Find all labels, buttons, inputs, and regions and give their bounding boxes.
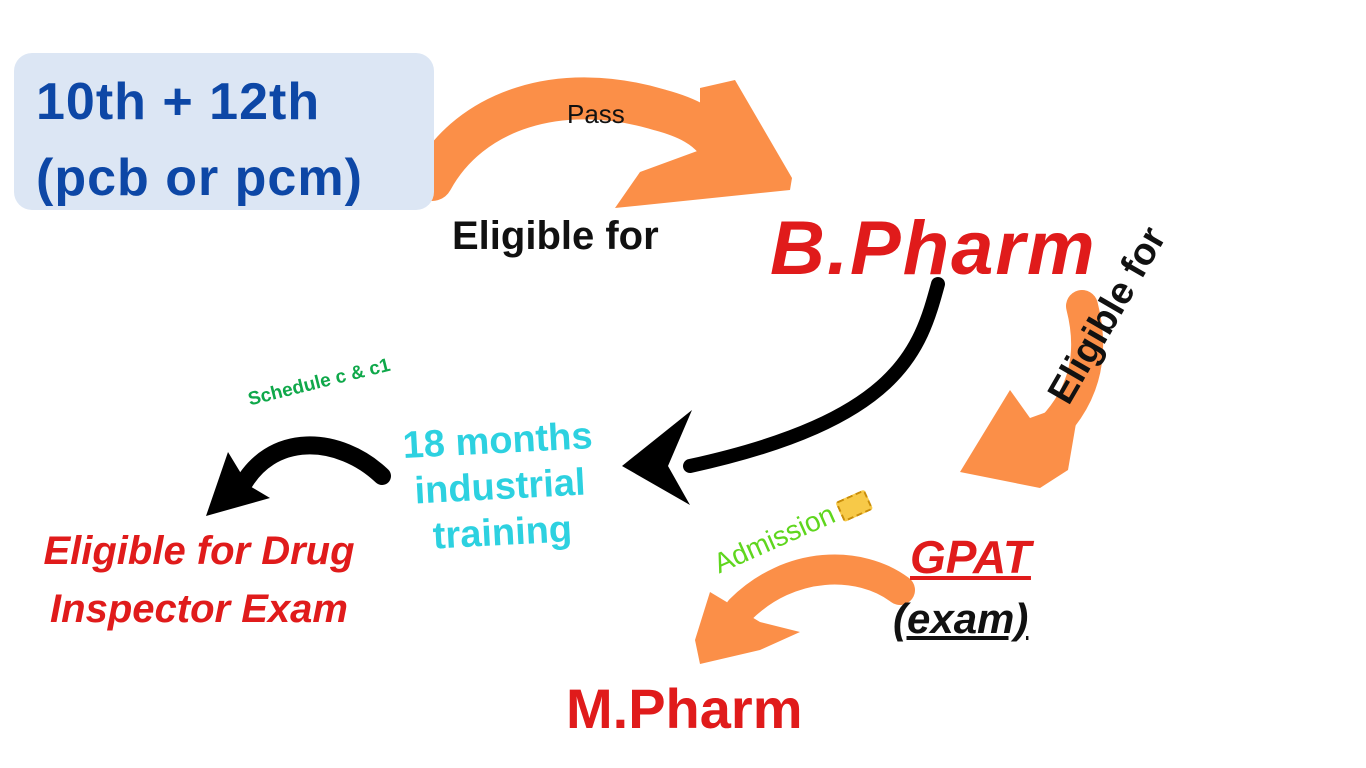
start-line-1: 10th + 12th xyxy=(36,73,321,131)
pass-arrow xyxy=(411,77,792,208)
start-qualification: 10th + 12th (pcb or pcm) xyxy=(36,64,363,216)
pass-label: Pass xyxy=(567,99,625,129)
industrial-training-label: 18 months industrial training xyxy=(391,413,610,562)
mpharm-title: M.Pharm xyxy=(566,677,803,740)
gpat-arrow xyxy=(960,290,1104,488)
gpat-title: GPAT xyxy=(910,531,1031,583)
eligible-for-bpharm-label: Eligible for xyxy=(452,214,659,258)
start-line-2: (pcb or pcm) xyxy=(36,149,363,207)
start-box xyxy=(14,53,434,210)
bpharm-title: B.Pharm xyxy=(770,206,1097,291)
drug-inspector-arrow xyxy=(206,436,391,516)
admission-arrow xyxy=(695,554,915,664)
drug-inspector-label: Eligible for Drug Inspector Exam xyxy=(24,522,374,638)
drug-line-1: Eligible for Drug xyxy=(43,529,355,573)
exam-label: (exam) xyxy=(893,595,1029,642)
training-arrow xyxy=(622,277,945,505)
drug-line-2: Inspector Exam xyxy=(50,587,348,631)
